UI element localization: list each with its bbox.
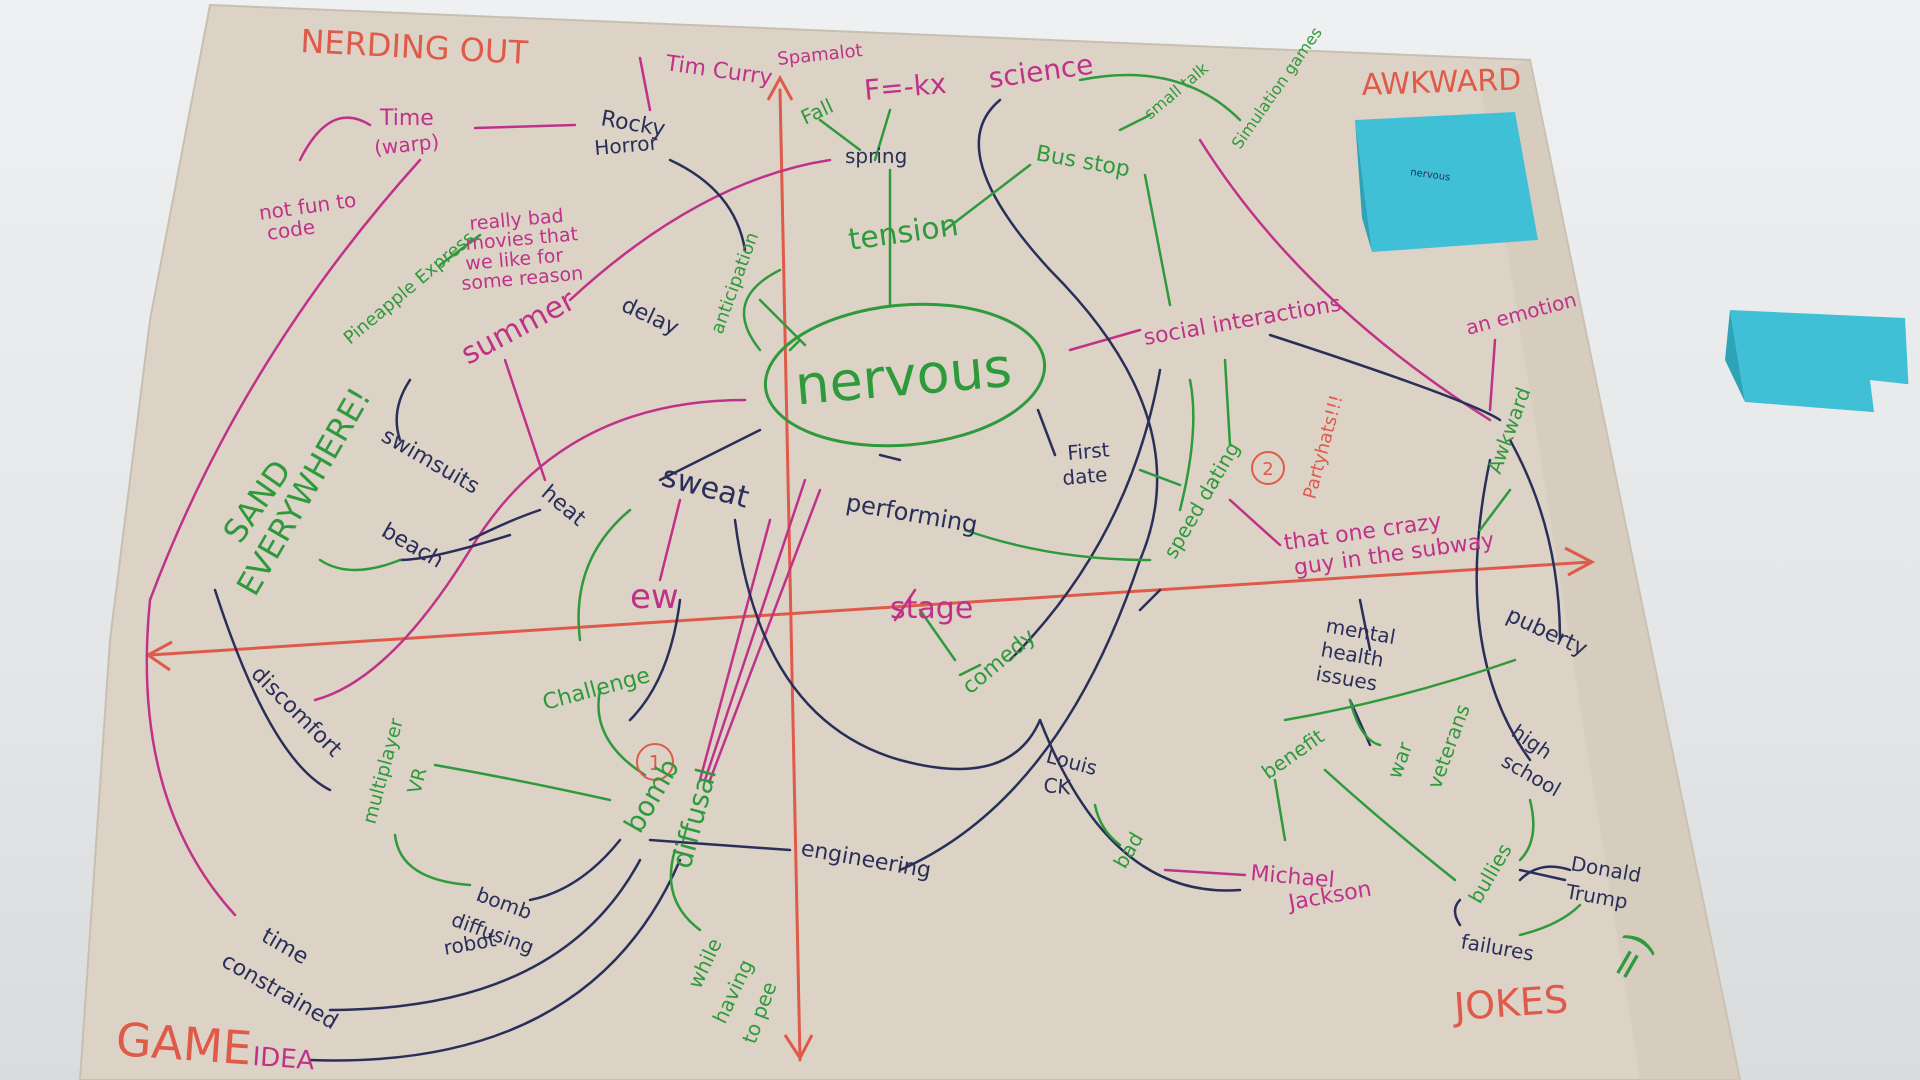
corner-awkward: AWKWARD [1361,62,1522,103]
number-circle-1 [636,743,674,781]
number-2: 2 [1262,459,1273,480]
label-time-1: Time [379,106,434,131]
label-rocky-2: Horror [593,130,659,160]
label-first-date-2: date [1061,462,1108,490]
corner-jokes: JOKES [1451,977,1570,1029]
sticky-note-on-wall [1725,310,1915,425]
center-oval [763,302,1047,448]
axes [145,74,1596,1062]
corner-game: GAME [114,1012,253,1075]
label-louis-ck-2: CK [1043,773,1073,799]
connection-lines [145,56,1582,1062]
corner-idea: IDEA [252,1042,316,1076]
paper-shadow [1480,60,1740,1080]
label-ew: ew [630,577,679,617]
label-stage: stage [890,591,973,626]
sticky-note-on-paper: nervous [1355,112,1538,252]
label-f-kx: F=-kx [863,67,948,107]
label-first-date-1: First [1066,437,1110,465]
number-1: 1 [649,751,662,775]
number-circle-2 [1251,451,1285,485]
label-spring: spring [845,144,907,168]
